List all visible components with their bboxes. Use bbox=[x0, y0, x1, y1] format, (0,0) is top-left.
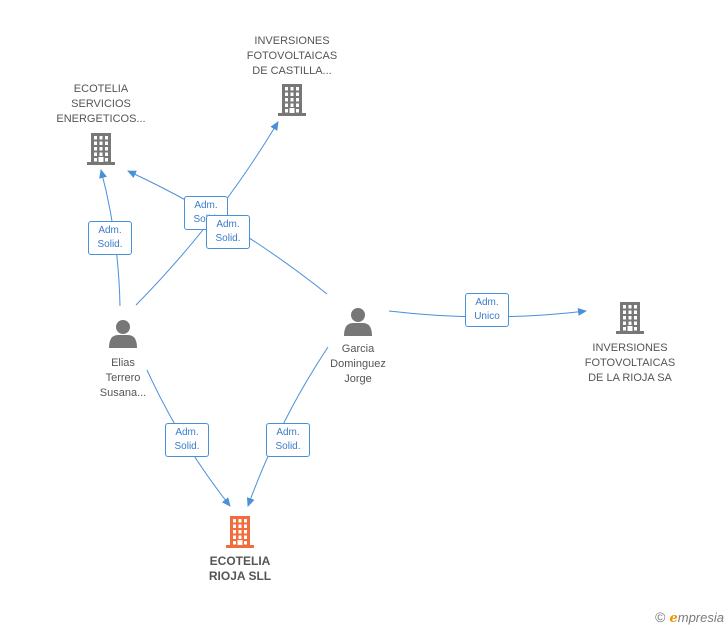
node-label-line: SERVICIOS bbox=[71, 98, 131, 110]
edge-label-garcia-to-ecotelia_rioja[interactable]: Adm. Solid. bbox=[266, 423, 310, 457]
ecotelia-servicios-label[interactable]: ECOTELIA SERVICIOS ENERGETICOS... bbox=[56, 82, 145, 127]
edge-label-line: Adm. bbox=[98, 225, 122, 236]
brand-initial: e bbox=[669, 611, 678, 626]
node-label-line: INVERSIONES bbox=[254, 35, 330, 47]
node-label-line: Elias bbox=[111, 357, 135, 369]
edge-label-line: Unico bbox=[474, 311, 500, 322]
edge-label-line: Solid. bbox=[174, 441, 200, 452]
node-label-line: DE LA RIOJA SA bbox=[588, 372, 672, 384]
inversiones-rioja-label[interactable]: INVERSIONES FOTOVOLTAICAS DE LA RIOJA SA bbox=[585, 341, 675, 386]
node-label-line: Garcia bbox=[341, 343, 375, 355]
garcia-person-icon[interactable] bbox=[344, 308, 372, 336]
node-label-line: INVERSIONES bbox=[592, 342, 668, 354]
edge-label-line: Adm. bbox=[194, 200, 218, 211]
ecotelia-rioja-building-icon[interactable] bbox=[226, 516, 254, 548]
brand-rest: mpresia bbox=[677, 610, 724, 625]
ecotelia-servicios-building-icon[interactable] bbox=[87, 133, 115, 165]
node-label-line: RIOJA SLL bbox=[208, 569, 272, 583]
node-label-line: ENERGETICOS... bbox=[56, 113, 146, 125]
empresia-watermark: ©empresia bbox=[655, 609, 724, 626]
edge-label-garcia-to-ecotelia_servicios[interactable]: Adm. Solid. bbox=[206, 215, 250, 249]
node-label-line: Jorge bbox=[344, 373, 372, 385]
node-label-line: FOTOVOLTAICAS bbox=[246, 50, 338, 62]
node-label-line: Dominguez bbox=[330, 358, 386, 370]
edge-label-line: Adm. bbox=[475, 297, 499, 308]
node-label-line: ECOTELIA bbox=[73, 83, 129, 95]
edge-label-line: Adm. bbox=[175, 427, 199, 438]
edge-label-line: Adm. bbox=[276, 427, 300, 438]
edge-label-garcia-to-inversiones_rioja[interactable]: Adm. Unico bbox=[465, 293, 509, 327]
elias-person-icon[interactable] bbox=[109, 320, 137, 348]
edge-label-elias-to-ecotelia_servicios[interactable]: Adm. Solid. bbox=[88, 221, 132, 255]
copyright-symbol: © bbox=[655, 609, 666, 625]
edge-label-line: Adm. bbox=[216, 219, 240, 230]
node-label-line: DE CASTILLA... bbox=[252, 65, 332, 77]
edge-label-elias-to-ecotelia_rioja[interactable]: Adm. Solid. bbox=[165, 423, 209, 457]
edge-label-line: Solid. bbox=[97, 239, 123, 250]
node-label-line: Susana... bbox=[99, 387, 147, 399]
edge-label-line: Solid. bbox=[185, 213, 227, 227]
edge-label-line: Solid. bbox=[215, 233, 241, 244]
node-label-line: Terrero bbox=[105, 372, 141, 384]
inversiones-castilla-building-icon[interactable] bbox=[278, 84, 306, 116]
node-label-line: ECOTELIA bbox=[209, 554, 271, 568]
node-label-line: FOTOVOLTAICAS bbox=[584, 357, 676, 369]
inversiones-rioja-building-icon[interactable] bbox=[616, 302, 644, 334]
edge-label-line: Solid. bbox=[275, 441, 301, 452]
inversiones-castilla-label[interactable]: INVERSIONES FOTOVOLTAICAS DE CASTILLA... bbox=[247, 34, 337, 79]
